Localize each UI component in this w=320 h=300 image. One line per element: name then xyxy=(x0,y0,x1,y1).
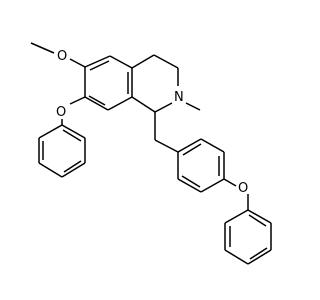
bond-phenyl-left-double-2 xyxy=(63,160,82,173)
bond-ring-a-5 xyxy=(84,96,109,111)
bond-benzyl-ring-2 xyxy=(200,138,225,153)
bond-methyl-oxygen xyxy=(30,42,55,54)
atom-label-nitrogen: N xyxy=(174,90,184,105)
bond-ring-o-para xyxy=(223,178,237,187)
bond-phenyl-right-4 xyxy=(247,249,272,265)
bond-benzyl-ring-5 xyxy=(177,178,202,193)
bond-phenyl-right-6 xyxy=(247,209,272,224)
bond-phenyl-left-1 xyxy=(38,124,63,139)
atom-label-methoxy-oxygen: O xyxy=(57,49,67,64)
atom-label-para-oxygen: O xyxy=(238,181,248,196)
bond-n-c1 xyxy=(154,102,173,113)
bond-c7-o xyxy=(69,96,86,105)
bond-benzyl-ring-double-1 xyxy=(182,143,202,156)
bond-ring-a-double-1 xyxy=(89,60,110,71)
bond-ch2-benzyl-ring xyxy=(154,139,179,153)
bond-benzyl-ring-1 xyxy=(177,138,202,153)
bond-phenyl-left-6 xyxy=(61,124,86,139)
bond-ring-a-2 xyxy=(109,55,133,69)
molecule-structure: O O N O xyxy=(30,42,272,265)
bond-phenyl-left-3 xyxy=(38,162,63,178)
bond-ring-a-double-3 xyxy=(88,95,106,106)
bond-n-methyl xyxy=(185,102,201,111)
bond-benzyl-ring-double-3 xyxy=(181,175,201,188)
bond-phenyl-right-double-2 xyxy=(249,247,268,260)
bond-phenyl-right-1 xyxy=(224,209,249,224)
bond-c4-c3 xyxy=(153,54,179,69)
bond-oxygen-c6 xyxy=(69,58,86,68)
bond-phenyl-right-3 xyxy=(224,249,249,265)
bond-c4a-c4 xyxy=(131,54,155,69)
atom-label-phenoxy-oxygen: O xyxy=(56,105,66,120)
bond-phenyl-left-double-3 xyxy=(62,129,82,142)
bond-ring-a-4 xyxy=(107,96,133,111)
bond-phenyl-right-double-3 xyxy=(248,214,267,227)
bond-phenyl-left-4 xyxy=(61,162,86,178)
bond-ring-a-1 xyxy=(84,55,111,68)
bond-c1-c8a xyxy=(131,96,156,113)
bond-benzyl-ring-4 xyxy=(200,178,225,193)
